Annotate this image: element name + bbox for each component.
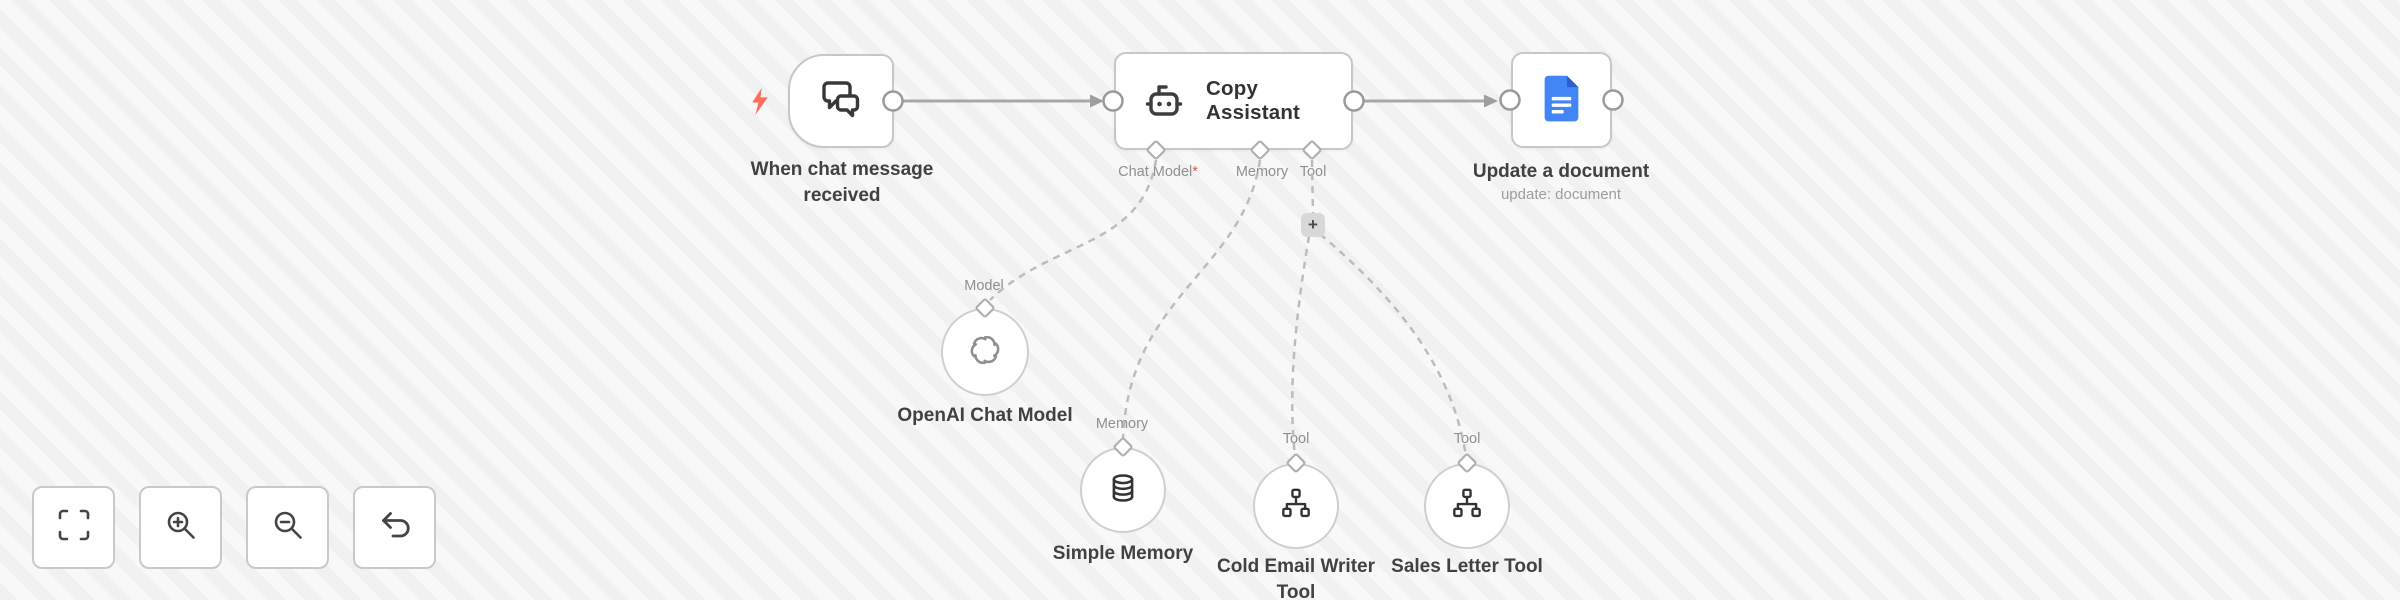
zoom-out-button[interactable]: [246, 486, 329, 569]
wire-tool-to-sales-letter[interactable]: [1319, 233, 1468, 457]
undo-button[interactable]: [353, 486, 436, 569]
trigger-node-label: When chat message received: [750, 159, 934, 206]
port-label-tool: Tool: [1299, 164, 1327, 180]
cold-email-tool-label: Cold Email Writer Tool: [1216, 556, 1376, 603]
undo-icon: [377, 507, 413, 548]
port-label-tool-subnode-2: Tool: [1453, 431, 1481, 447]
document-node-subtitle: update: document: [1500, 186, 1622, 203]
port-label-memory: Memory: [1235, 164, 1289, 180]
zoom-in-button[interactable]: [139, 486, 222, 569]
port-label-chat-model: Chat Model*: [1118, 164, 1198, 180]
zoom-in-icon: [163, 507, 199, 548]
node-cold-email-writer-tool[interactable]: [1253, 463, 1339, 549]
wire-chat-model[interactable]: [989, 159, 1158, 301]
chat-bubbles-icon: [818, 76, 864, 127]
sales-letter-tool-label: Sales Letter Tool: [1391, 556, 1543, 577]
sitemap-icon: [1277, 485, 1315, 528]
zoom-to-fit-button[interactable]: [32, 486, 115, 569]
node-openai-chat-model[interactable]: [941, 308, 1029, 396]
wire-memory[interactable]: [1121, 159, 1262, 441]
port-label-memory-subnode: Memory: [1095, 416, 1149, 432]
required-mark: *: [1192, 164, 1198, 180]
port-label-tool-subnode-1: Tool: [1282, 431, 1310, 447]
add-tool-button[interactable]: +: [1301, 213, 1325, 237]
robot-icon: [1140, 77, 1188, 125]
memory-node-label: Simple Memory: [1052, 543, 1194, 564]
wire-arrow: [1090, 94, 1104, 108]
zoom-out-icon: [270, 507, 306, 548]
agent-node-title: Copy Assistant: [1206, 77, 1301, 124]
openai-logo-icon: [966, 331, 1004, 374]
port-label-model: Model: [964, 278, 1004, 294]
node-simple-memory[interactable]: [1080, 447, 1166, 533]
node-sales-letter-tool[interactable]: [1424, 463, 1510, 549]
wire-arrow: [1484, 94, 1498, 108]
document-node-label: Update a document: [1472, 161, 1650, 182]
node-when-chat-message-received[interactable]: [788, 54, 894, 148]
node-update-a-document[interactable]: [1511, 52, 1612, 148]
database-icon: [1104, 469, 1142, 512]
zoom-to-fit-icon: [56, 507, 92, 548]
google-docs-icon: [1543, 74, 1580, 127]
openai-node-label: OpenAI Chat Model: [897, 405, 1073, 426]
lightning-bolt-icon: [750, 88, 771, 115]
node-copy-assistant[interactable]: Copy Assistant: [1114, 52, 1353, 150]
wire-tool-to-cold-email[interactable]: [1291, 235, 1311, 457]
sitemap-icon: [1448, 485, 1486, 528]
